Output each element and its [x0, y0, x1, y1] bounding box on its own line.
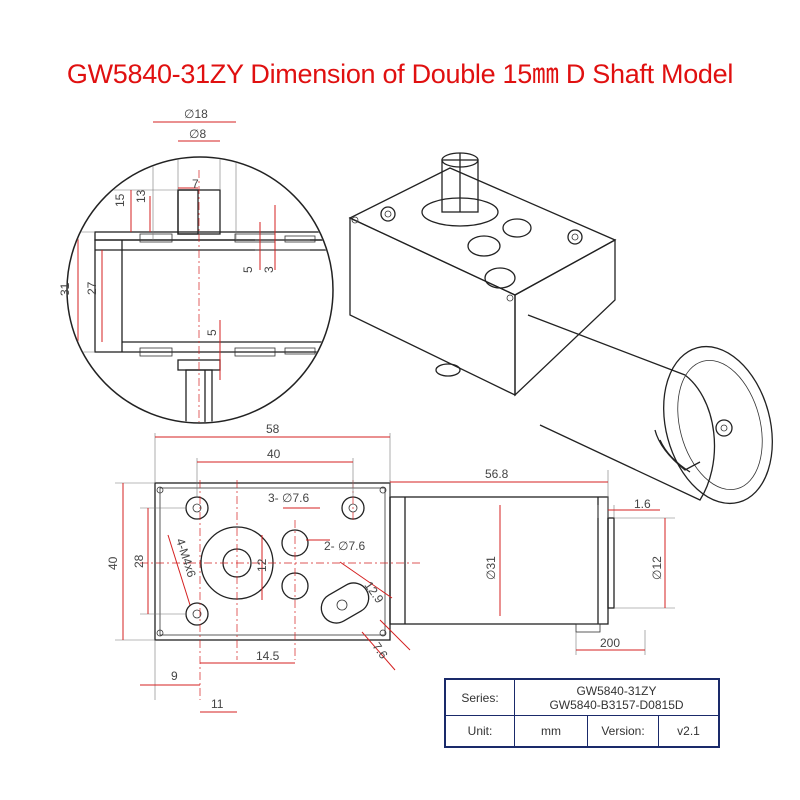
dim-h15: 15 — [113, 193, 127, 207]
dim-h5b: 5 — [205, 329, 219, 336]
dim-motor-length: 56.8 — [485, 467, 509, 481]
front-view — [115, 433, 675, 713]
dim-h5a: 5 — [241, 266, 255, 273]
drawing-title: GW5840-31ZY Dimension of Double 15㎜ D Sh… — [66, 59, 734, 89]
dim-h28: 28 — [132, 554, 146, 568]
unit-value: mm — [514, 715, 588, 747]
dim-holes-2: 2- ∅7.6 — [324, 539, 365, 553]
dim-d12-front: 12 — [255, 558, 269, 572]
dim-7-6: 7.6 — [370, 640, 391, 662]
version-label: Version: — [587, 715, 659, 747]
dim-motor-d12: ∅12 — [650, 556, 664, 580]
series-value-1: GW5840-31ZY — [576, 683, 657, 698]
dim-h3: 3 — [262, 266, 276, 273]
dim-w58: 58 — [266, 422, 280, 436]
dim-w7: 7 — [192, 177, 199, 191]
spec-table: Series: GW5840-31ZY GW5840-B3157-D0815D … — [444, 678, 720, 748]
dim-h31: 31 — [58, 282, 72, 296]
dim-h13: 13 — [134, 189, 148, 203]
dim-w40: 40 — [267, 447, 281, 461]
series-value-2: GW5840-B3157-D0815D — [549, 697, 684, 712]
dim-holes-3: 3- ∅7.6 — [268, 491, 309, 505]
dim-h40: 40 — [106, 556, 120, 570]
series-value: GW5840-31ZY GW5840-B3157-D0815D — [514, 679, 719, 716]
dim-d8: ∅8 — [189, 127, 206, 141]
dim-wire-length: 200 — [600, 636, 620, 650]
dim-motor-end: 1.6 — [634, 497, 651, 511]
version-value: v2.1 — [658, 715, 719, 747]
series-label: Series: — [445, 679, 515, 716]
dim-12-9: 12.9 — [362, 579, 387, 606]
dim-w14-5: 14.5 — [256, 649, 280, 663]
dim-w9: 9 — [171, 669, 178, 683]
isometric-motor-view — [348, 152, 773, 505]
dim-motor-d31: ∅31 — [484, 556, 498, 580]
dim-w11: 11 — [211, 697, 224, 711]
dim-threads: 4-M4x6 — [173, 537, 199, 580]
shaft-detail-view: ∅18 ∅8 7 15 13 5 3 31 27 5 — [58, 107, 334, 424]
unit-label: Unit: — [445, 715, 515, 747]
dim-h27: 27 — [85, 281, 99, 295]
detail-circle — [66, 156, 334, 424]
dim-d18: ∅18 — [184, 107, 208, 121]
